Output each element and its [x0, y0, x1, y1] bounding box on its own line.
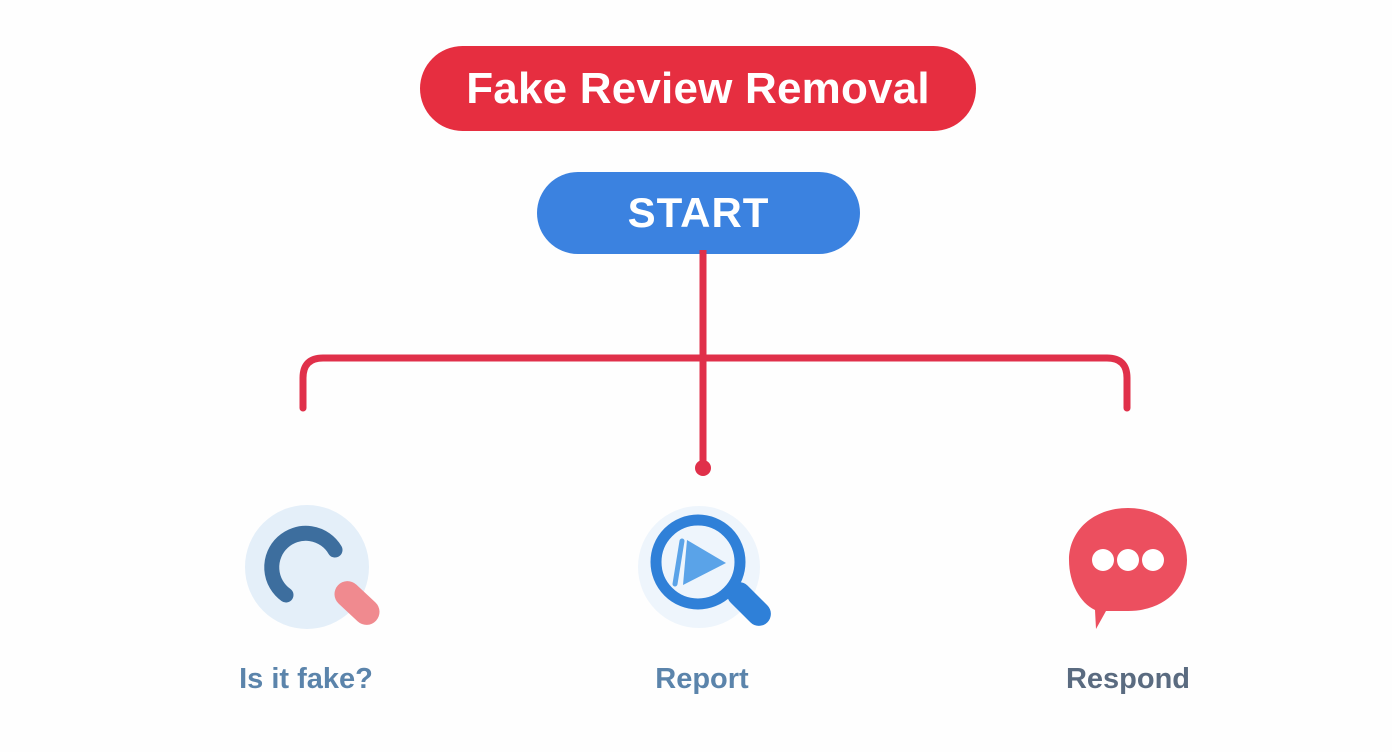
magnifier-handle-shape — [334, 581, 380, 625]
title-pill: Fake Review Removal — [420, 46, 976, 131]
node-is-it-fake[interactable]: Is it fake? — [156, 498, 456, 694]
node-label-report: Report — [655, 663, 749, 695]
start-button[interactable]: START — [537, 172, 860, 254]
speech-bubble-dots-icon — [1053, 498, 1203, 643]
magnifier-play-icon — [627, 498, 777, 643]
connector-horizontal-bar — [299, 354, 1131, 412]
magnifier-handle-shape — [727, 582, 771, 626]
connector-lines — [299, 250, 1131, 476]
play-accent-line — [672, 538, 685, 587]
magnifier-broken-ring-icon — [231, 498, 381, 643]
magnifier-ring-shape — [264, 525, 343, 603]
node-respond[interactable]: Respond — [978, 498, 1278, 694]
node-report[interactable]: Report — [552, 498, 852, 694]
bubble-dot-2 — [1117, 549, 1139, 571]
play-triangle-shape — [683, 540, 726, 585]
start-button-label: START — [627, 189, 770, 236]
bubble-dot-3 — [1142, 549, 1164, 571]
bubble-dot-1 — [1092, 549, 1114, 571]
magnifier-ring-shape — [650, 514, 746, 610]
connector-endpoint-dot — [695, 460, 711, 476]
node-label-is-it-fake: Is it fake? — [239, 663, 373, 695]
node-label-respond: Respond — [1065, 663, 1191, 695]
page-title: Fake Review Removal — [466, 63, 930, 113]
